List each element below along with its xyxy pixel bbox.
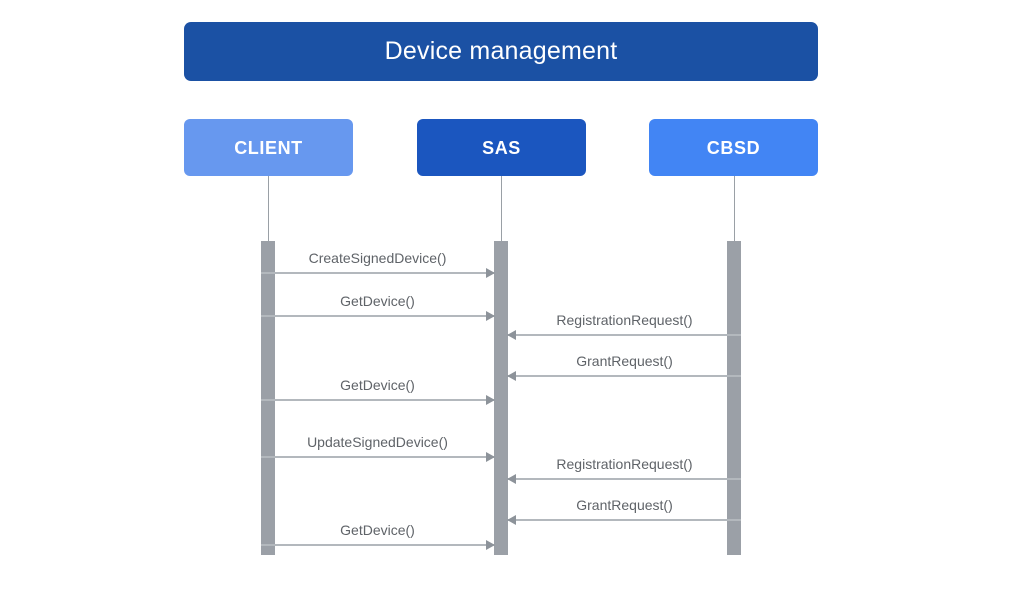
message-cbsd-to-sas[interactable]: RegistrationRequest() xyxy=(507,457,741,484)
message-line xyxy=(261,399,494,401)
message-label: UpdateSignedDevice() xyxy=(307,434,448,450)
activation-bar-client xyxy=(261,241,275,555)
arrowhead-icon xyxy=(486,310,495,321)
participant-box-client[interactable]: CLIENT xyxy=(184,119,353,176)
message-client-to-sas[interactable]: UpdateSignedDevice() xyxy=(261,435,495,462)
message-label: GrantRequest() xyxy=(576,497,673,513)
arrowhead-icon xyxy=(486,451,495,462)
message-client-to-sas[interactable]: GetDevice() xyxy=(261,523,495,550)
arrowhead-icon xyxy=(486,267,495,278)
participant-box-sas[interactable]: SAS xyxy=(417,119,586,176)
diagram-title-bar: Device management xyxy=(184,22,818,81)
lifeline-cbsd xyxy=(734,176,735,241)
message-line xyxy=(508,375,741,377)
message-label: GetDevice() xyxy=(340,293,415,309)
message-label: RegistrationRequest() xyxy=(556,312,693,328)
arrowhead-icon xyxy=(507,370,516,381)
message-label: RegistrationRequest() xyxy=(556,456,693,472)
message-client-to-sas[interactable]: GetDevice() xyxy=(261,378,495,405)
message-cbsd-to-sas[interactable]: RegistrationRequest() xyxy=(507,313,741,340)
message-line xyxy=(261,315,494,317)
arrowhead-icon xyxy=(507,473,516,484)
message-line xyxy=(261,456,494,458)
message-label: GetDevice() xyxy=(340,377,415,393)
participant-label-cbsd: CBSD xyxy=(706,137,761,158)
arrowhead-icon xyxy=(507,329,516,340)
message-cbsd-to-sas[interactable]: GrantRequest() xyxy=(507,354,741,381)
diagram-title-text: Device management xyxy=(384,37,618,65)
message-client-to-sas[interactable]: GetDevice() xyxy=(261,294,495,321)
activation-bar-cbsd xyxy=(727,241,741,555)
participant-label-client: CLIENT xyxy=(234,137,303,158)
message-label: GetDevice() xyxy=(340,522,415,538)
message-line xyxy=(261,544,494,546)
message-line xyxy=(508,334,741,336)
message-client-to-sas[interactable]: CreateSignedDevice() xyxy=(261,251,495,278)
message-line xyxy=(508,519,741,521)
arrowhead-icon xyxy=(486,539,495,550)
lifeline-sas xyxy=(501,176,502,241)
message-cbsd-to-sas[interactable]: GrantRequest() xyxy=(507,498,741,525)
message-label: CreateSignedDevice() xyxy=(308,250,447,266)
participant-box-cbsd[interactable]: CBSD xyxy=(649,119,818,176)
arrowhead-icon xyxy=(486,394,495,405)
arrowhead-icon xyxy=(507,514,516,525)
activation-bar-sas xyxy=(494,241,508,555)
message-line xyxy=(261,272,494,274)
lifeline-client xyxy=(268,176,269,241)
participant-label-sas: SAS xyxy=(482,137,521,158)
message-label: GrantRequest() xyxy=(576,353,673,369)
message-line xyxy=(508,478,741,480)
